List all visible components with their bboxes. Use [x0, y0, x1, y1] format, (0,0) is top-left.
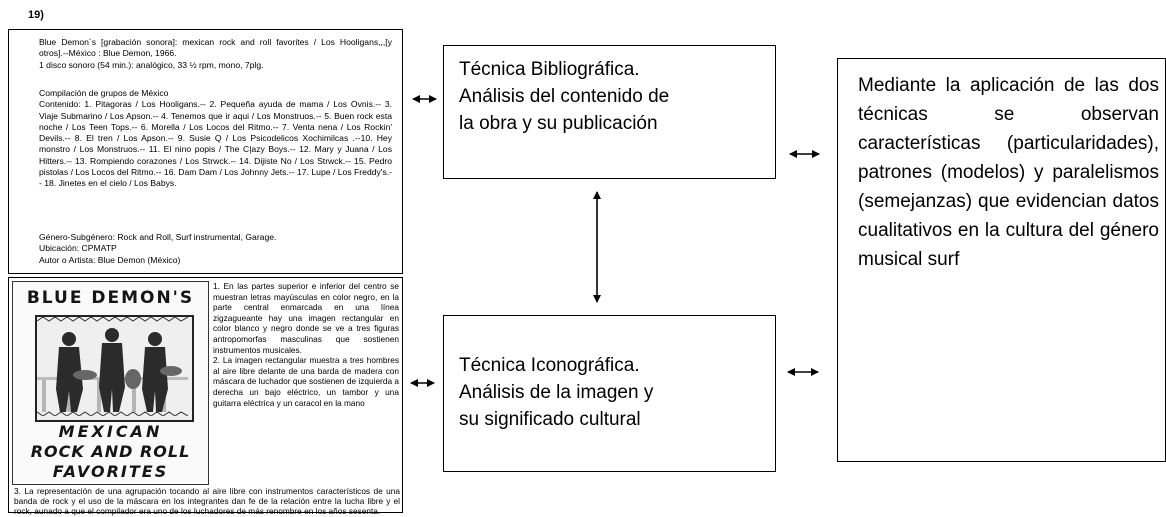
record-location: Ubicación: CPMATP — [39, 243, 117, 254]
record-physical-description: 1 disco sonoro (54 min.): analógico, 33 … — [39, 59, 264, 70]
bibliographic-line-3: la obra y su publicación — [459, 113, 658, 134]
album-cover-line-1: MEXICAN — [58, 422, 163, 441]
record-author: Autor o Artista: Blue Demon (México) — [39, 254, 181, 265]
album-cover-line-2: ROCK AND ROLL — [30, 442, 191, 461]
record-compilation: Compilación de grupos de México Contenid… — [39, 88, 392, 190]
album-cover-image: BLUE DEMON'S MEXICAN ROCK AND ROLL FAVOR… — [12, 281, 209, 485]
album-cover-title: BLUE DEMON'S — [26, 288, 195, 308]
album-cover-line-3: FAVORITES — [52, 462, 169, 481]
analysis-note-3: 3. La representación de una agrupación t… — [14, 486, 400, 516]
record-genre: Género-Subgénero: Rock and Roll, Surf in… — [39, 232, 277, 242]
result-text: Mediante la aplicación de las dos técnic… — [858, 75, 1159, 270]
analysis-note-1: 1. En las partes superior e inferior del… — [213, 281, 399, 355]
result-box: Mediante la aplicación de las dos técnic… — [837, 58, 1166, 462]
bibliographic-technique-box: Técnica Bibliográfica. Análisis del cont… — [443, 45, 776, 179]
record-metadata: Género-Subgénero: Rock and Roll, Surf in… — [39, 232, 392, 266]
figure-number: 19) — [28, 9, 44, 21]
iconographic-line-3: su significado cultural — [459, 409, 641, 430]
analysis-note-2: 2. La imagen rectangular muestra a tres … — [213, 355, 399, 408]
record-contents: Contenido: 1. Pitagoras / Los Hooligans.… — [39, 99, 392, 189]
compilation-heading: Compilación de grupos de México — [39, 88, 169, 98]
band-photo-drawing — [36, 316, 189, 417]
bibliographic-record-panel: Blue Demon´s [grabación sonora]: mexican… — [8, 29, 403, 274]
album-analysis-notes: 1. En las partes superior e inferior del… — [213, 281, 399, 408]
album-analysis-panel: BLUE DEMON'S MEXICAN ROCK AND ROLL FAVOR… — [8, 277, 403, 516]
iconographic-line-2: Análisis de la imagen y — [459, 382, 654, 403]
bibliographic-line-1: Técnica Bibliográfica. — [459, 59, 640, 80]
iconographic-technique-box: Técnica Iconográfica. Análisis de la ima… — [443, 315, 776, 472]
bibliographic-line-2: Análisis del contenido de — [459, 86, 670, 107]
iconographic-line-1: Técnica Iconográfica. — [459, 355, 640, 376]
record-title: Blue Demon´s [grabación sonora]: mexican… — [39, 37, 392, 71]
record-title-line: Blue Demon´s [grabación sonora]: mexican… — [39, 37, 392, 59]
band-photo — [35, 315, 194, 422]
